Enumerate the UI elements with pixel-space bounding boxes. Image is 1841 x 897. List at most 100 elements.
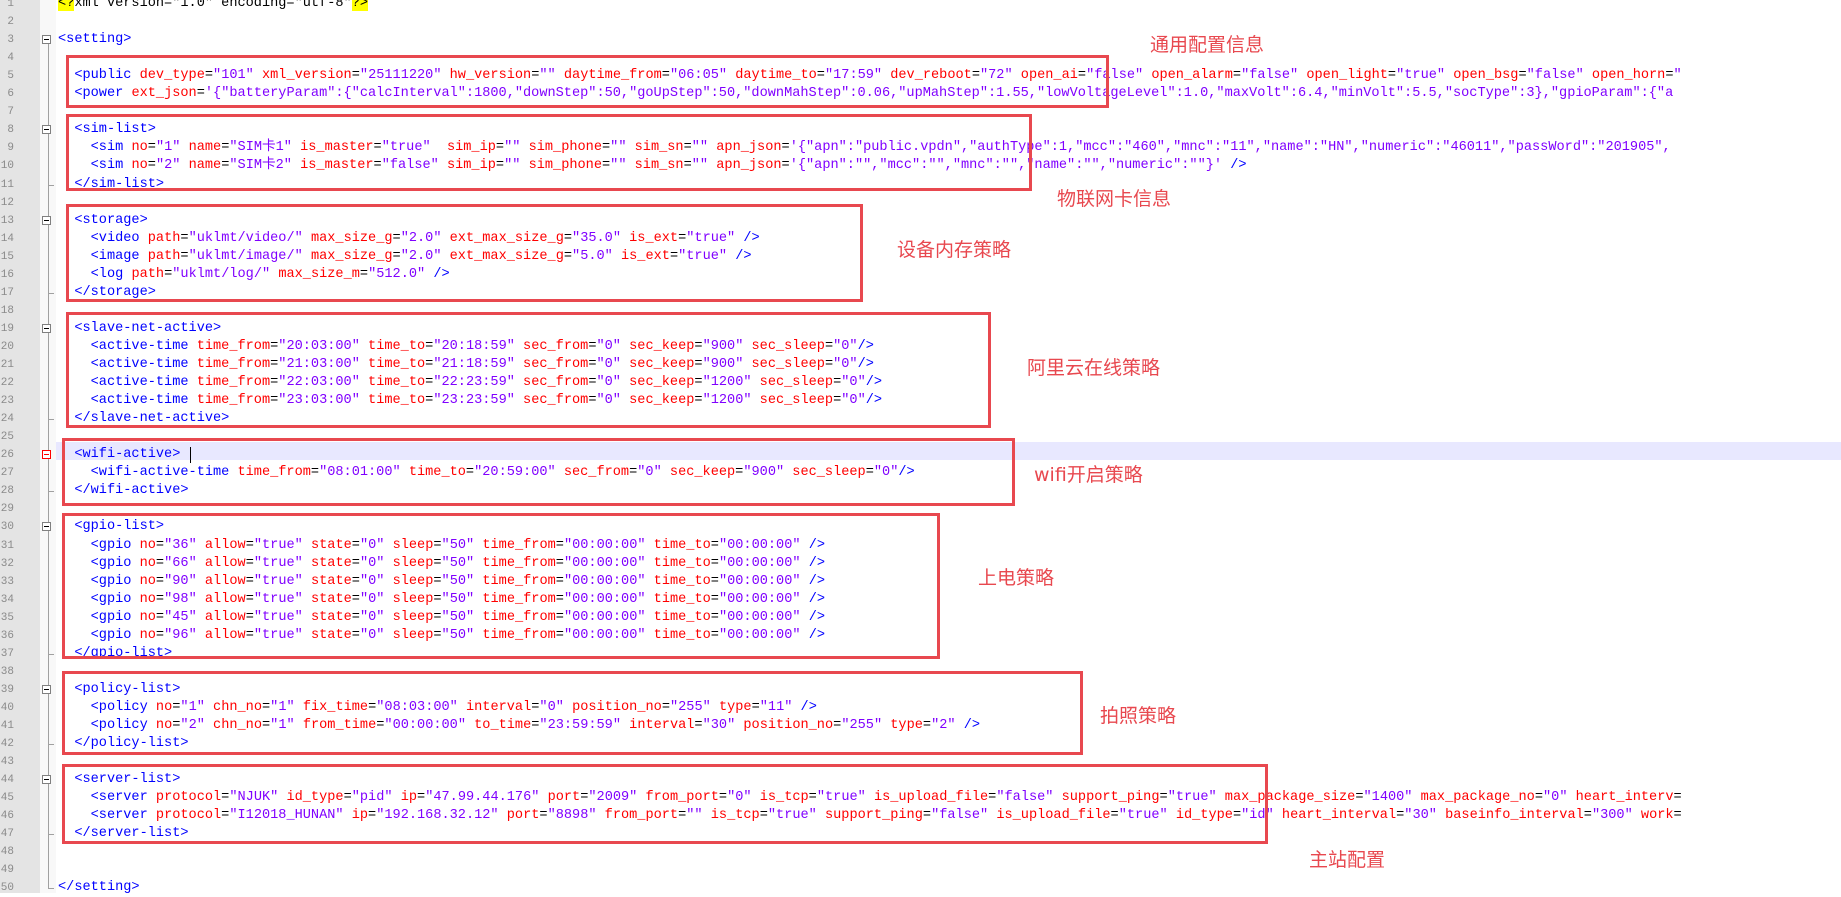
line-number: 47 <box>0 828 14 840</box>
code-line[interactable]: <sim-list> <box>58 121 156 139</box>
code-line[interactable]: <policy no="2" chn_no="1" from_time="00:… <box>58 717 980 735</box>
line-number: 20 <box>0 341 14 353</box>
line-number: 28 <box>0 485 14 497</box>
code-line[interactable]: </slave-net-active> <box>58 410 229 428</box>
code-line[interactable]: </setting> <box>58 879 140 897</box>
xml-attribute: time_from <box>474 538 556 553</box>
code-line[interactable]: </policy-list> <box>58 735 188 753</box>
fold-toggle-icon[interactable] <box>42 35 51 44</box>
xml-attribute: fix_time <box>294 700 369 715</box>
code-line[interactable]: <sim no="2" name="SIM卡2" is_master="fals… <box>58 157 1247 175</box>
code-line[interactable]: <gpio no="96" allow="true" state="0" sle… <box>58 627 825 645</box>
code-line[interactable]: <active-time time_from="20:03:00" time_t… <box>58 338 874 356</box>
code-line[interactable]: <gpio-list> <box>58 518 164 536</box>
xml-declaration-open: <? <box>58 0 75 11</box>
code-line[interactable]: <storage> <box>58 212 147 230</box>
syntax-punct: = <box>1232 68 1242 83</box>
xml-attribute-value: "00:00:00" <box>718 628 801 643</box>
code-line[interactable]: <setting> <box>58 31 131 49</box>
xml-tag-open: <server <box>90 808 148 823</box>
xml-attribute-value: "1" <box>270 718 295 733</box>
syntax-punct <box>58 411 74 426</box>
code-line[interactable]: <public dev_type="101" xml_version="2511… <box>58 67 1681 85</box>
xml-attribute: sec_sleep <box>743 357 825 372</box>
fold-toggle-icon[interactable] <box>42 685 51 694</box>
code-line[interactable]: <sim no="1" name="SIM卡1" is_master="true… <box>58 139 1671 157</box>
note-general-config: 通用配置信息 <box>1150 34 1265 56</box>
code-line[interactable]: <policy no="1" chn_no="1" fix_time="08:0… <box>58 699 817 717</box>
fold-toggle-icon[interactable] <box>42 775 51 784</box>
line-number: 38 <box>0 666 14 678</box>
syntax-punct <box>58 538 91 553</box>
code-line[interactable]: <video path="uklmt/video/" max_size_g="2… <box>58 230 760 248</box>
code-line[interactable]: <gpio no="90" allow="true" state="0" sle… <box>58 573 825 591</box>
code-line[interactable]: <gpio no="45" allow="true" state="0" sle… <box>58 609 825 627</box>
code-line[interactable]: </server-list> <box>58 825 188 843</box>
xml-attribute: allow <box>196 628 246 643</box>
code-line[interactable]: <log path="uklmt/log/" max_size_m="512.0… <box>58 266 450 284</box>
code-line[interactable]: </storage> <box>58 284 156 302</box>
code-line[interactable]: <gpio no="98" allow="true" state="0" sle… <box>58 591 825 609</box>
code-line[interactable]: <server protocol="NJUK" id_type="pid" ip… <box>58 789 1682 807</box>
xml-attribute: from_port <box>637 790 719 805</box>
code-line[interactable]: <active-time time_from="21:03:00" time_t… <box>58 356 874 374</box>
code-line[interactable]: </sim-list> <box>58 176 164 194</box>
syntax-punct <box>58 231 91 246</box>
code-line[interactable]: <active-time time_from="23:03:00" time_t… <box>58 392 882 410</box>
code-line[interactable]: <wifi-active> <box>58 446 180 464</box>
syntax-punct: = <box>433 538 442 553</box>
code-line[interactable]: <policy-list> <box>58 681 180 699</box>
xml-attribute-value: "23:03:00" <box>278 393 360 408</box>
line-number: 17 <box>0 287 14 299</box>
xml-attribute: ip <box>343 808 369 823</box>
fold-toggle-icon[interactable] <box>42 324 51 333</box>
line-number: 45 <box>0 792 14 804</box>
code-line[interactable]: <server protocol="I12018_HUNAN" ip="192.… <box>58 807 1682 825</box>
xml-attribute: support_ping <box>816 808 923 823</box>
code-line[interactable]: <active-time time_from="22:03:00" time_t… <box>58 374 882 392</box>
line-number: 34 <box>0 594 14 606</box>
syntax-punct <box>58 447 74 462</box>
fold-toggle-icon[interactable] <box>42 125 51 134</box>
code-line[interactable]: </wifi-active> <box>58 482 188 500</box>
code-line[interactable]: <slave-net-active> <box>58 320 221 338</box>
fold-toggle-icon[interactable] <box>42 450 51 459</box>
syntax-punct: = <box>539 808 548 823</box>
xml-attribute-value: "" <box>691 158 709 173</box>
xml-attribute: id_type <box>1167 808 1233 823</box>
code-line[interactable]: <power ext_json='{"batteryParam":{"calcI… <box>58 85 1673 103</box>
syntax-punct: = <box>425 393 434 408</box>
xml-attribute: allow <box>196 538 246 553</box>
code-line[interactable]: <server-list> <box>58 771 180 789</box>
xml-attribute-value: "08:01:00" <box>319 465 401 480</box>
code-line[interactable]: <gpio no="66" allow="true" state="0" sle… <box>58 555 825 573</box>
code-line[interactable]: <?xml version="1.0" encoding="utf-8"?> <box>58 0 369 13</box>
code-line[interactable]: </gpio-list> <box>58 645 172 663</box>
syntax-punct: = <box>155 610 165 625</box>
syntax-punct <box>58 483 74 498</box>
xml-tag: </slave-net-active> <box>74 411 230 426</box>
syntax-punct: = <box>833 718 842 733</box>
syntax-punct: = <box>1232 808 1242 823</box>
xml-tag: <wifi-active> <box>74 447 181 462</box>
xml-attribute-value: "0" <box>359 538 385 553</box>
xml-attribute-value: "false" <box>931 808 989 823</box>
syntax-punct: = <box>1396 808 1405 823</box>
xml-attribute-value: "0" <box>359 628 385 643</box>
syntax-punct: = <box>588 393 597 408</box>
code-line[interactable]: <image path="uklmt/image/" max_size_g="2… <box>58 248 752 266</box>
xml-attribute: allow <box>196 574 246 589</box>
line-number: 3 <box>7 34 14 46</box>
code-line[interactable]: <wifi-active-time time_from="08:01:00" t… <box>58 464 915 482</box>
xml-attribute: no <box>131 628 156 643</box>
code-line[interactable]: <gpio no="36" allow="true" state="0" sle… <box>58 537 825 555</box>
fold-toggle-icon[interactable] <box>42 216 51 225</box>
fold-toggle-icon[interactable] <box>42 522 51 531</box>
syntax-punct: = <box>172 700 181 715</box>
xml-attribute: max_size_g <box>302 249 393 264</box>
xml-attribute: sec_sleep <box>751 393 834 408</box>
syntax-punct: = <box>221 140 230 155</box>
xml-attribute: sec_keep <box>620 357 695 372</box>
